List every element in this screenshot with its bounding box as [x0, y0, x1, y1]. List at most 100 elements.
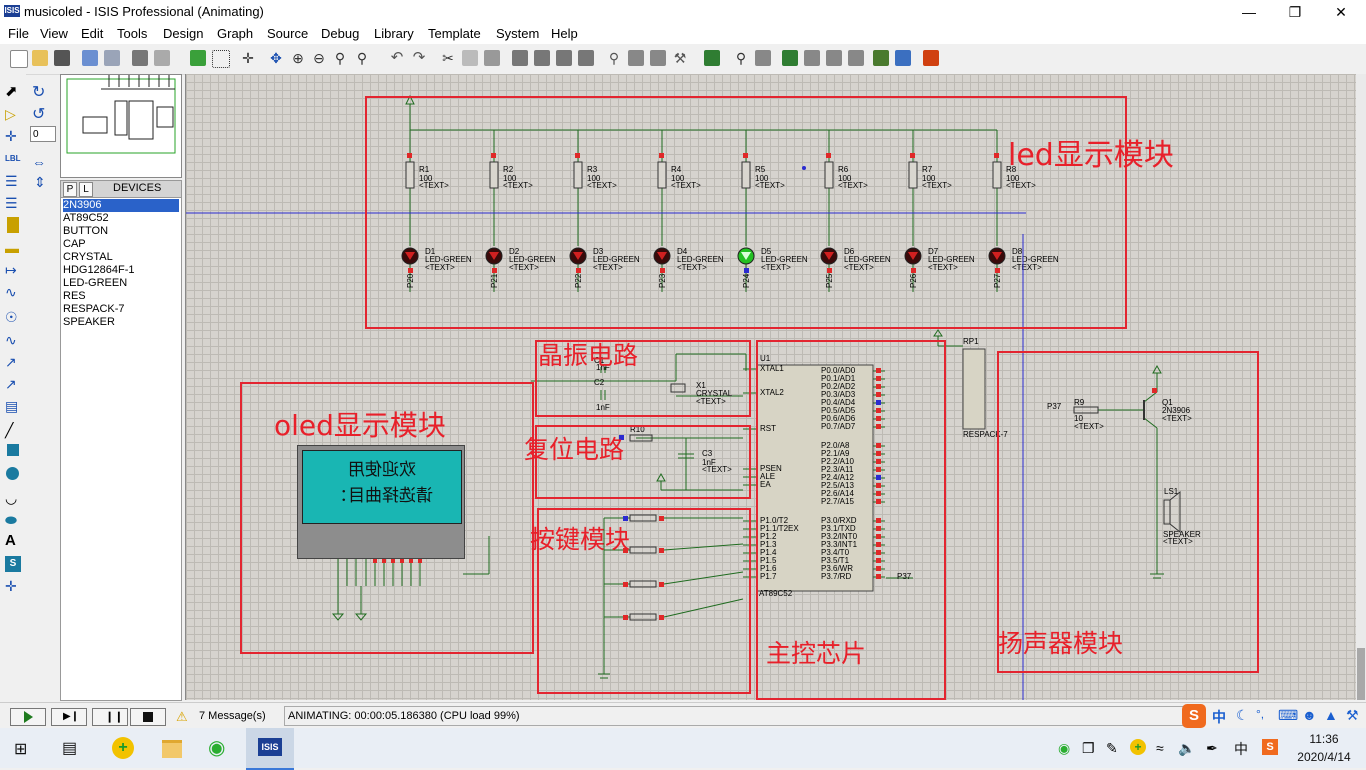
- component-mode-icon[interactable]: ▷: [5, 106, 16, 122]
- start-icon[interactable]: ⊞: [14, 741, 28, 758]
- wire-autorouter-icon[interactable]: [704, 50, 720, 66]
- origin-icon[interactable]: ✛: [242, 50, 254, 66]
- goto-sheet-icon[interactable]: [826, 50, 842, 66]
- device-item[interactable]: RES: [63, 290, 86, 302]
- menu-graph[interactable]: Graph: [217, 26, 254, 41]
- tape-recorder-mode-icon[interactable]: ☉: [5, 309, 18, 325]
- text-2d-icon[interactable]: A: [5, 532, 16, 549]
- menu-design[interactable]: Design: [163, 26, 204, 41]
- tray-sogou-icon[interactable]: S: [1262, 739, 1278, 755]
- paste-icon[interactable]: [484, 50, 500, 66]
- current-probe-mode-icon[interactable]: ↗: [5, 376, 17, 392]
- sogou-ime-icon[interactable]: S: [1182, 704, 1206, 728]
- line-2d-icon[interactable]: ╱: [5, 422, 14, 438]
- tray-copy-icon[interactable]: ❐: [1082, 740, 1095, 756]
- tray-360-icon[interactable]: +: [1130, 739, 1146, 755]
- generator-mode-icon[interactable]: ∿: [5, 332, 17, 348]
- redo-icon[interactable]: ↷: [412, 49, 426, 66]
- junction-mode-icon[interactable]: ✛: [5, 128, 17, 144]
- search-tag-icon[interactable]: ⚲: [735, 50, 747, 66]
- block-copy-icon[interactable]: [512, 50, 528, 66]
- circle-2d-icon[interactable]: [6, 467, 19, 480]
- scroll-thumb[interactable]: [1357, 648, 1365, 700]
- app-360-icon[interactable]: +: [112, 737, 134, 759]
- block-move-icon[interactable]: [534, 50, 550, 66]
- cut-icon[interactable]: ✂: [442, 50, 454, 66]
- menu-system[interactable]: System: [496, 26, 540, 41]
- rotation-angle-input[interactable]: [30, 126, 56, 142]
- file-explorer-icon[interactable]: [162, 740, 182, 758]
- print-area-icon[interactable]: [154, 50, 170, 66]
- block-rotate-icon[interactable]: [556, 50, 572, 66]
- menu-edit[interactable]: Edit: [81, 26, 104, 41]
- skin-icon[interactable]: ▲: [1324, 707, 1338, 723]
- new-file-icon[interactable]: [10, 50, 28, 68]
- device-item[interactable]: AT89C52: [63, 212, 109, 224]
- pick-device-icon[interactable]: ⚲: [608, 50, 620, 66]
- decompose-icon[interactable]: ⚒: [673, 50, 687, 66]
- exit-parent-icon[interactable]: [848, 50, 864, 66]
- mirror-y-icon[interactable]: ⇕: [34, 174, 46, 190]
- device-list[interactable]: 2N3906 AT89C52 BUTTON CAP CRYSTAL HDG128…: [60, 197, 182, 701]
- menu-source[interactable]: Source: [267, 26, 309, 41]
- graph-mode-icon[interactable]: ∿: [5, 284, 17, 300]
- library-manager-tab[interactable]: L: [79, 182, 93, 197]
- subcircuit-mode-icon[interactable]: [7, 217, 19, 233]
- box-2d-icon[interactable]: [7, 444, 19, 456]
- path-2d-icon[interactable]: ⬬: [5, 512, 17, 528]
- step-button[interactable]: ▶❙: [51, 708, 87, 726]
- task-view-icon[interactable]: ▤: [62, 740, 78, 757]
- mirror-x-icon[interactable]: ⇔: [32, 154, 46, 170]
- new-sheet-icon[interactable]: [782, 50, 798, 66]
- voltage-probe-mode-icon[interactable]: ↗: [5, 354, 17, 370]
- symbol-2d-icon[interactable]: S: [5, 556, 21, 572]
- minimize-button[interactable]: —: [1242, 4, 1256, 20]
- zoom-all-icon[interactable]: ⚲: [334, 50, 346, 66]
- zoom-in-icon[interactable]: ⊕: [292, 50, 304, 66]
- vertical-scrollbar[interactable]: [1356, 74, 1366, 700]
- ime-mode-cn[interactable]: 中: [1212, 709, 1226, 725]
- package-tool-icon[interactable]: [650, 50, 666, 66]
- tray-pen-icon[interactable]: ✎: [1106, 740, 1118, 756]
- clock-date[interactable]: 2020/4/14: [1297, 750, 1351, 764]
- grid-icon[interactable]: [212, 50, 230, 68]
- rotate-clockwise-icon[interactable]: ↻: [32, 84, 46, 101]
- import-icon[interactable]: [82, 50, 98, 66]
- marker-2d-icon[interactable]: ✛: [5, 578, 17, 594]
- print-icon[interactable]: [132, 50, 148, 66]
- menu-view[interactable]: View: [40, 26, 68, 41]
- open-folder-icon[interactable]: [32, 50, 48, 66]
- device-item[interactable]: BUTTON: [63, 225, 109, 237]
- refresh-icon[interactable]: [190, 50, 206, 66]
- volume-icon[interactable]: 🔈: [1178, 740, 1196, 756]
- bill-of-materials-icon[interactable]: [873, 50, 889, 66]
- ares-icon[interactable]: [923, 50, 939, 66]
- save-icon[interactable]: [54, 50, 70, 66]
- selection-mode-icon[interactable]: ⬈: [5, 83, 18, 100]
- menu-help[interactable]: Help: [551, 26, 578, 41]
- menu-library[interactable]: Library: [374, 26, 414, 41]
- pan-icon[interactable]: ✥: [270, 50, 282, 66]
- pause-button[interactable]: ❙❙: [92, 708, 128, 726]
- close-button[interactable]: ✕: [1335, 4, 1347, 20]
- tray-wechat-icon[interactable]: ◉: [1058, 740, 1071, 756]
- block-delete-icon[interactable]: [578, 50, 594, 66]
- device-item[interactable]: RESPACK-7: [63, 303, 125, 315]
- make-device-icon[interactable]: [628, 50, 644, 66]
- virtual-instrument-mode-icon[interactable]: ▤: [5, 398, 19, 414]
- remove-sheet-icon[interactable]: [804, 50, 820, 66]
- device-pins-mode-icon[interactable]: ↦: [5, 262, 17, 278]
- maximize-button[interactable]: ❐: [1288, 4, 1302, 20]
- menu-template[interactable]: Template: [428, 26, 481, 41]
- menu-tools[interactable]: Tools: [117, 26, 148, 41]
- pick-devices-tab[interactable]: P: [63, 182, 77, 197]
- wechat-icon[interactable]: ◉: [208, 737, 226, 759]
- device-item[interactable]: 2N3906: [63, 199, 179, 212]
- menu-file[interactable]: File: [8, 26, 29, 41]
- device-item[interactable]: SPEAKER: [63, 316, 115, 328]
- zoom-out-icon[interactable]: ⊖: [313, 50, 325, 66]
- undo-icon[interactable]: ↶: [390, 49, 404, 66]
- play-button[interactable]: [10, 708, 46, 726]
- device-item[interactable]: CAP: [63, 238, 86, 250]
